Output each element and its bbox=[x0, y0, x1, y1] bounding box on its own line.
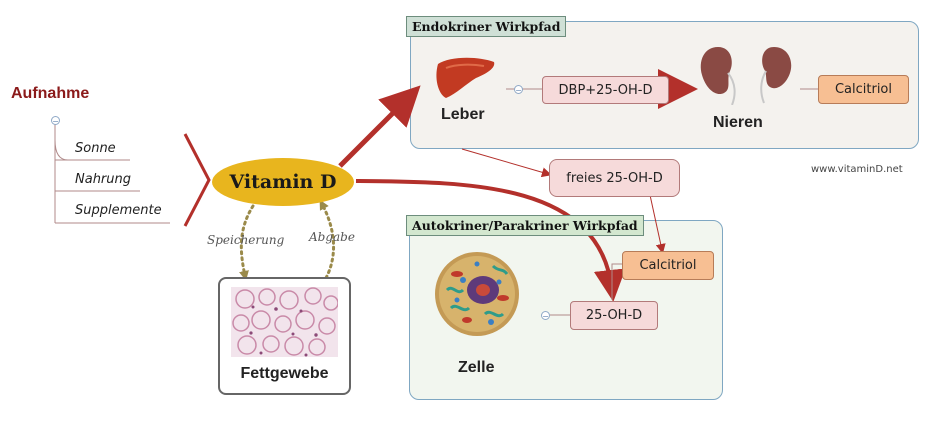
autocrine-calcitriol-label: Calcitriol bbox=[639, 258, 697, 273]
fat-tissue-node: Fettgewebe bbox=[218, 277, 351, 395]
intake-title: Aufnahme bbox=[11, 85, 90, 102]
autocrine-calcitriol-node: Calcitriol bbox=[622, 251, 714, 280]
arrow-store bbox=[239, 204, 255, 281]
intake-item-supplemente: Supplemente bbox=[75, 203, 162, 218]
arrow-vitd-to-ohd bbox=[355, 179, 626, 302]
intake-collapse-icon[interactable]: − bbox=[51, 116, 60, 126]
dbp-label: DBP+25-OH-D bbox=[558, 82, 653, 98]
intake-bracket bbox=[183, 133, 211, 227]
kidney-label: Nieren bbox=[713, 114, 763, 131]
liver-icon bbox=[436, 57, 495, 98]
arrow-release bbox=[319, 199, 336, 280]
liver-collapse-icon[interactable]: − bbox=[514, 85, 523, 95]
intake-item-sonne: Sonne bbox=[75, 141, 116, 156]
watermark: www.vitaminD.net bbox=[811, 164, 903, 175]
free-ohd-node: freies 25-OH-D bbox=[549, 159, 680, 197]
ohd-node: 25-OH-D bbox=[570, 301, 658, 330]
arrow-vitd-to-liver bbox=[338, 85, 421, 168]
autocrine-title: Autokriner/Parakriner Wirkpfad bbox=[406, 215, 644, 236]
cell-icon bbox=[435, 252, 519, 336]
intake-item-nahrung: Nahrung bbox=[75, 172, 132, 187]
fat-tissue-label: Fettgewebe bbox=[240, 365, 329, 382]
intake-tree-lines bbox=[54, 124, 170, 224]
liver-label: Leber bbox=[441, 106, 485, 123]
endocrine-title: Endokriner Wirkpfad bbox=[406, 16, 567, 37]
dbp-node: DBP+25-OH-D bbox=[542, 76, 669, 104]
release-label: Abgabe bbox=[309, 230, 355, 244]
fat-tissue-image bbox=[231, 287, 338, 357]
vitamin-d-node: Vitamin D bbox=[212, 158, 354, 206]
free-ohd-label: freies 25-OH-D bbox=[566, 170, 663, 186]
endocrine-calcitriol-label: Calcitriol bbox=[834, 82, 893, 97]
arrow-liver-to-free bbox=[461, 148, 552, 178]
vitamin-d-label: Vitamin D bbox=[229, 171, 337, 193]
cell-collapse-icon[interactable]: − bbox=[541, 311, 550, 321]
cell-label: Zelle bbox=[458, 359, 495, 376]
kidney-icon bbox=[700, 47, 792, 105]
ohd-label: 25-OH-D bbox=[585, 308, 643, 323]
endocrine-calcitriol-node: Calcitriol bbox=[818, 75, 909, 104]
arrow-free-to-calcitriol bbox=[649, 194, 666, 254]
store-label: Speicherung bbox=[207, 233, 285, 247]
